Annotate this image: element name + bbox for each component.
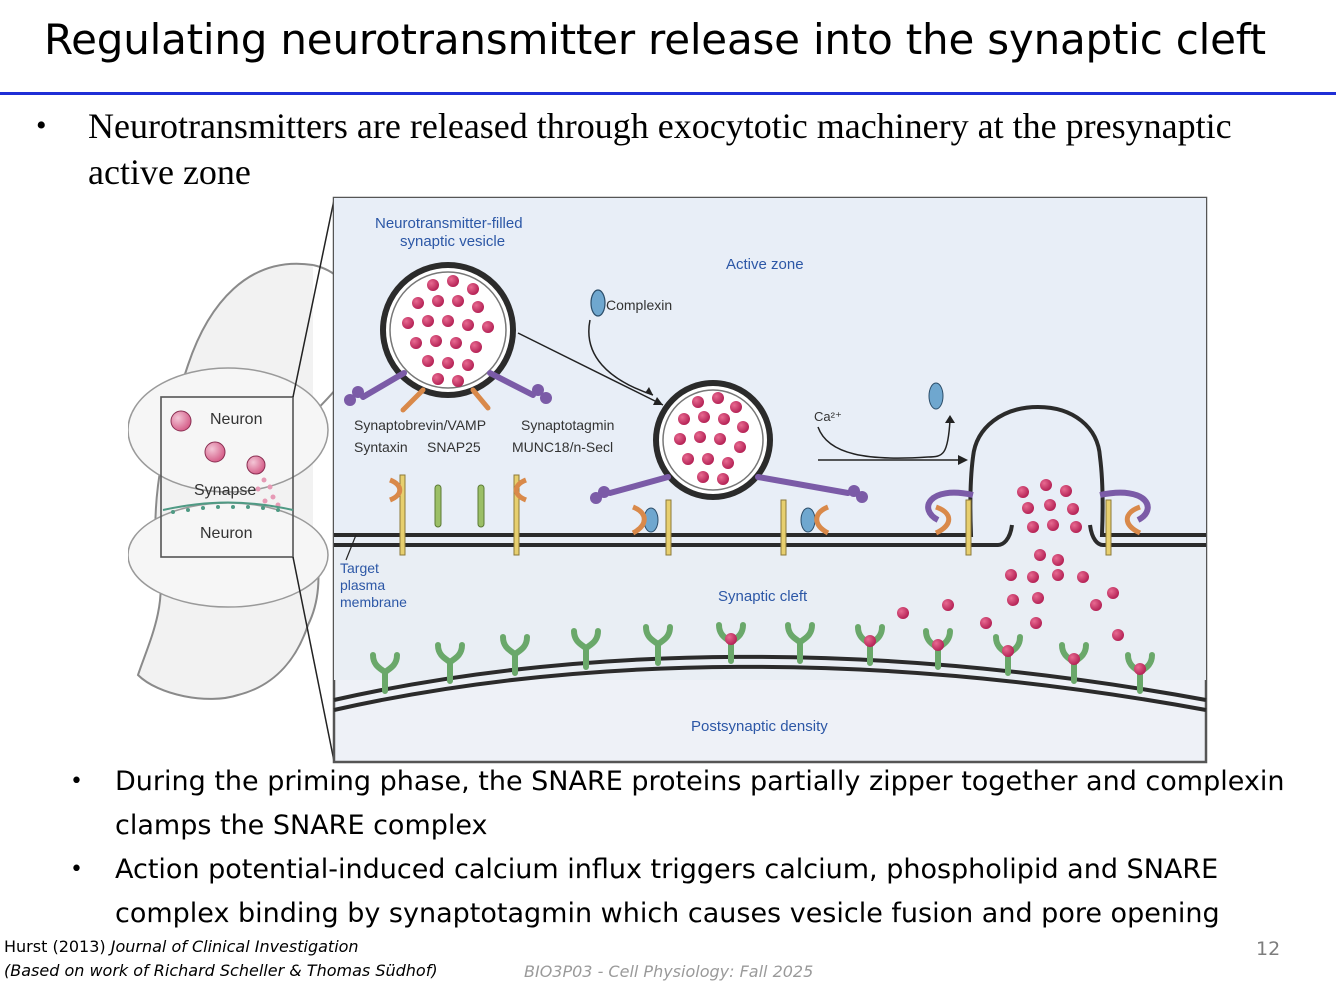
synapse-illustration: Neuron Synapse Neuron xyxy=(128,196,1208,764)
label-neuron-bottom: Neuron xyxy=(200,525,252,542)
synapse-figure: Neuron Synapse Neuron xyxy=(128,195,1210,765)
bullet-marker: • xyxy=(36,109,47,142)
label-complexin: Complexin xyxy=(606,297,672,313)
label-munc18: MUNC18/n-Secl xyxy=(512,439,613,455)
bullet-priming-text: During the priming phase, the SNARE prot… xyxy=(115,766,1285,841)
label-synaptotagmin: Synaptotagmin xyxy=(521,417,614,433)
bullet-calcium-text: Action potential-induced calcium influx … xyxy=(115,854,1220,929)
label-syntaxin: Syntaxin xyxy=(354,439,408,455)
citation-line1: Hurst (2013) Journal of Clinical Investi… xyxy=(4,935,484,959)
label-active-zone: Active zone xyxy=(726,256,804,273)
label-vesicle-line1: Neurotransmitter-filled xyxy=(375,215,523,232)
label-target-line1: Target xyxy=(340,560,379,576)
citation: Hurst (2013) Journal of Clinical Investi… xyxy=(4,935,484,983)
active-zone-panel: Neurotransmitter-filled synaptic vesicle… xyxy=(332,196,1208,764)
label-synaptobrevin: Synaptobrevin/VAMP xyxy=(354,417,486,433)
label-neuron-top: Neuron xyxy=(210,411,262,428)
neuron-overview: Neuron Synapse Neuron xyxy=(128,199,359,762)
citation-journal: Journal of Clinical Investigation xyxy=(110,937,359,956)
bullet-marker: • xyxy=(70,769,83,794)
page-number: 12 xyxy=(1256,938,1281,960)
title-divider xyxy=(0,92,1336,95)
label-synaptic-cleft: Synaptic cleft xyxy=(718,588,808,605)
bullet-marker: • xyxy=(70,857,83,882)
intro-bullet-text: Neurotransmitters are released through e… xyxy=(88,106,1232,192)
label-target-line2: plasma xyxy=(340,577,385,593)
label-vesicle-line2: synaptic vesicle xyxy=(400,233,505,250)
label-snap25: SNAP25 xyxy=(427,439,481,455)
label-calcium: Ca²⁺ xyxy=(814,409,842,424)
summary-bullets: • During the priming phase, the SNARE pr… xyxy=(70,760,1310,936)
bullet-priming: • During the priming phase, the SNARE pr… xyxy=(70,760,1310,848)
label-synapse: Synapse xyxy=(194,482,256,499)
label-target-line3: membrane xyxy=(340,594,407,610)
label-postsynaptic-density: Postsynaptic density xyxy=(691,718,828,735)
slide-title: Regulating neurotransmitter release into… xyxy=(44,15,1266,64)
citation-note: (Based on work of Richard Scheller & Tho… xyxy=(4,961,438,980)
course-footer: BIO3P03 - Cell Physiology: Fall 2025 xyxy=(524,962,814,981)
citation-author: Hurst (2013) xyxy=(4,937,111,956)
bullet-calcium: • Action potential-induced calcium influ… xyxy=(70,848,1310,936)
